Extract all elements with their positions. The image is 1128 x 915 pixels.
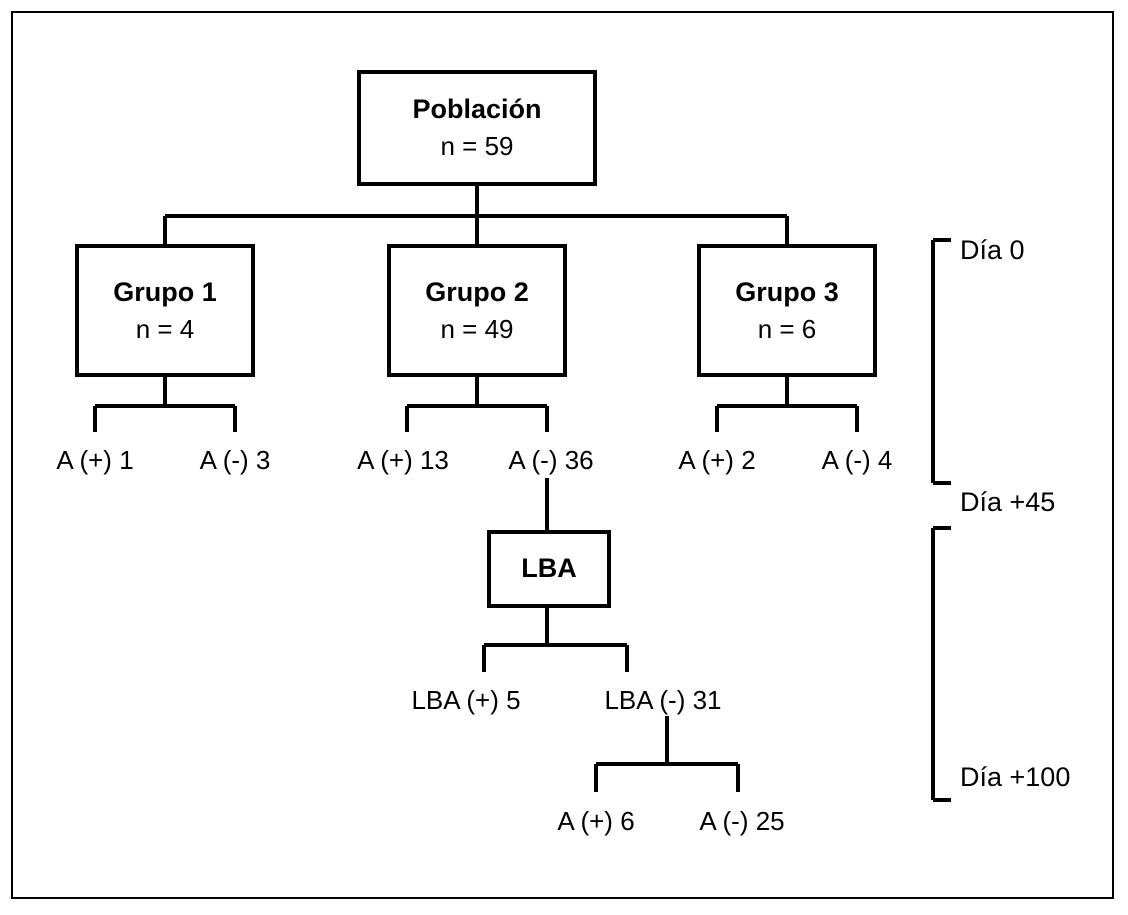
leaf-lba-negative: LBA (-) 31 xyxy=(604,685,722,715)
node-grupo-1: Grupo 1 n = 4 xyxy=(75,244,255,377)
node-grupo-2-count: n = 49 xyxy=(440,313,514,344)
node-grupo-1-label: Grupo 1 xyxy=(113,276,217,307)
node-poblacion-label: Población xyxy=(412,94,542,125)
leaf-final-negative: A (-) 25 xyxy=(699,806,785,836)
timeline-label-dia-0: Día 0 xyxy=(960,235,1025,265)
node-lba: LBA xyxy=(487,530,611,608)
node-grupo-3-label: Grupo 3 xyxy=(735,276,839,307)
node-poblacion: Población n = 59 xyxy=(357,70,597,186)
leaf-final-positive: A (+) 6 xyxy=(557,806,635,836)
node-grupo-3-count: n = 6 xyxy=(757,313,817,344)
leaf-grupo-3-negative: A (-) 4 xyxy=(821,445,893,475)
leaf-lba-positive: LBA (+) 5 xyxy=(411,685,521,715)
timeline-label-dia-100: Día +100 xyxy=(960,762,1071,792)
node-grupo-3: Grupo 3 n = 6 xyxy=(697,244,877,377)
leaf-grupo-3-positive: A (+) 2 xyxy=(678,445,756,475)
leaf-grupo-1-negative: A (-) 3 xyxy=(199,445,271,475)
diagram-border xyxy=(11,11,1114,899)
node-lba-label: LBA xyxy=(521,553,577,584)
timeline-label-dia-45: Día +45 xyxy=(960,487,1056,517)
leaf-grupo-2-positive: A (+) 13 xyxy=(357,445,449,475)
node-grupo-1-count: n = 4 xyxy=(135,313,195,344)
leaf-grupo-1-positive: A (+) 1 xyxy=(56,445,134,475)
node-poblacion-count: n = 59 xyxy=(440,131,514,162)
leaf-grupo-2-negative: A (-) 36 xyxy=(508,445,594,475)
node-grupo-2: Grupo 2 n = 49 xyxy=(387,244,567,377)
node-grupo-2-label: Grupo 2 xyxy=(425,276,529,307)
